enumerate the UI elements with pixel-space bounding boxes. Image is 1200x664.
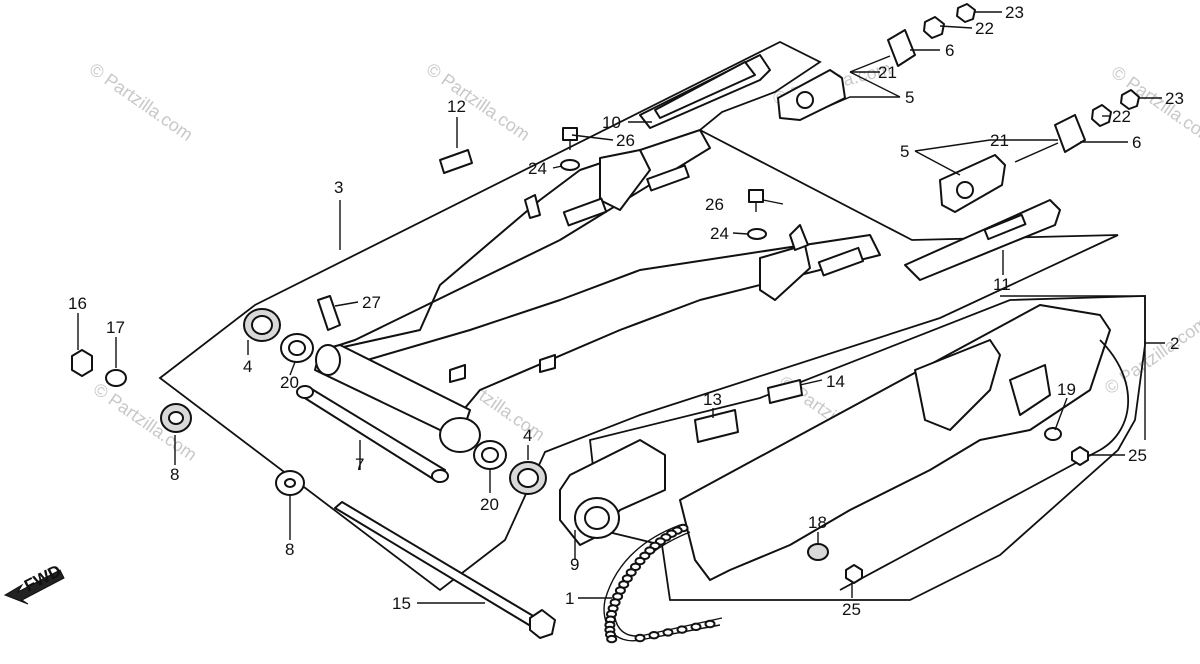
callout-4: 4 [523, 426, 532, 445]
callout-3: 3 [334, 178, 343, 197]
swingarm [314, 129, 881, 453]
fwd-arrow: FWD [3, 561, 65, 605]
callout-8: 8 [170, 465, 179, 484]
callout-labels: 1 2 3 4 4 5 5 6 6 7 8 8 9 10 11 12 13 14… [68, 3, 1184, 619]
adjuster-plate-top [849, 29, 916, 73]
chain-slider-lower [904, 199, 1061, 281]
drive-chain [603, 523, 723, 644]
swingarm-pivot-right [439, 417, 481, 453]
watermark: © Partzilla.com [1101, 312, 1200, 398]
thrust-washer-lower [275, 470, 305, 496]
callout-6: 6 [945, 41, 954, 60]
pivot-nut [71, 349, 93, 377]
pivot-bolt [334, 501, 556, 639]
callout-23: 23 [1165, 89, 1184, 108]
pivot-collar [296, 385, 449, 483]
chain-case [679, 304, 1130, 591]
chain-adjuster-top [777, 69, 846, 121]
pivot-washer [105, 369, 127, 387]
chain-link [690, 622, 702, 631]
adjuster-plate-lower [1014, 114, 1086, 163]
callout-9: 9 [570, 555, 579, 574]
callout-23: 23 [1005, 3, 1024, 22]
callout-24: 24 [710, 224, 729, 243]
needle-bearing-right [473, 440, 507, 470]
callout-4: 4 [243, 357, 252, 376]
dust-seal-right [509, 461, 547, 495]
callout-8: 8 [285, 540, 294, 559]
thrust-cap-upper [160, 403, 192, 433]
callout-12: 12 [447, 97, 466, 116]
needle-bearing-left [280, 333, 314, 363]
callout-20: 20 [480, 495, 499, 514]
case-screw-25-upper [1071, 446, 1089, 466]
chain-slider-pad [559, 439, 666, 546]
callout-22: 22 [975, 19, 994, 38]
chain-link [676, 625, 688, 634]
callout-5: 5 [900, 142, 909, 161]
callout-27: 27 [362, 293, 381, 312]
swingarm-group-outline [158, 40, 1119, 592]
callout-26: 26 [616, 131, 635, 150]
callout-10: 10 [602, 113, 621, 132]
callout-15: 15 [392, 594, 411, 613]
callout-17: 17 [106, 318, 125, 337]
leader-lines [77, 11, 1165, 604]
callout-20: 20 [280, 373, 299, 392]
callout-6: 6 [1132, 133, 1141, 152]
dust-seal-left [243, 308, 281, 342]
grease-fitting [317, 295, 341, 331]
callout-21: 21 [878, 63, 897, 82]
callout-22: 22 [1112, 107, 1131, 126]
fwd-label: FWD [21, 561, 64, 596]
watermark: © Partzilla.com [1108, 62, 1200, 148]
callout-7: 7 [355, 455, 364, 474]
case-screw-19 [1044, 427, 1062, 441]
swingarm-pivot-left [315, 344, 341, 376]
case-screw-25-lower [845, 564, 863, 584]
decal-14 [767, 379, 803, 404]
callout-18: 18 [808, 513, 827, 532]
decal-12 [439, 149, 473, 174]
chain-link [704, 619, 716, 629]
chain-link [606, 634, 618, 644]
bolt-and-washer-top [560, 127, 580, 171]
callout-13: 13 [703, 390, 722, 409]
chain-link [662, 628, 674, 637]
callout-16: 16 [68, 294, 87, 313]
chain-link [634, 556, 646, 566]
watermark: © Partzilla.com [423, 59, 534, 145]
callout-25: 25 [842, 600, 861, 619]
chain-slider-top [639, 54, 771, 129]
callout-24: 24 [528, 159, 547, 178]
watermark: © Partzilla.com [86, 59, 197, 145]
lock-nuts [923, 3, 1140, 127]
callout-1: 1 [565, 589, 574, 608]
callout-26: 26 [705, 195, 724, 214]
callout-2: 2 [1170, 334, 1179, 353]
callout-14: 14 [826, 372, 845, 391]
callout-25: 25 [1128, 446, 1147, 465]
callout-21: 21 [990, 131, 1009, 150]
chain-link [634, 633, 646, 643]
callout-11: 11 [993, 275, 1011, 294]
callout-19: 19 [1057, 380, 1076, 399]
bolt-and-washer-lower [747, 189, 767, 240]
decal-13 [694, 409, 739, 443]
case-collar-18 [807, 543, 829, 561]
chain-link [648, 631, 660, 640]
chain-adjuster-lower [939, 154, 1006, 213]
callout-5: 5 [905, 88, 914, 107]
